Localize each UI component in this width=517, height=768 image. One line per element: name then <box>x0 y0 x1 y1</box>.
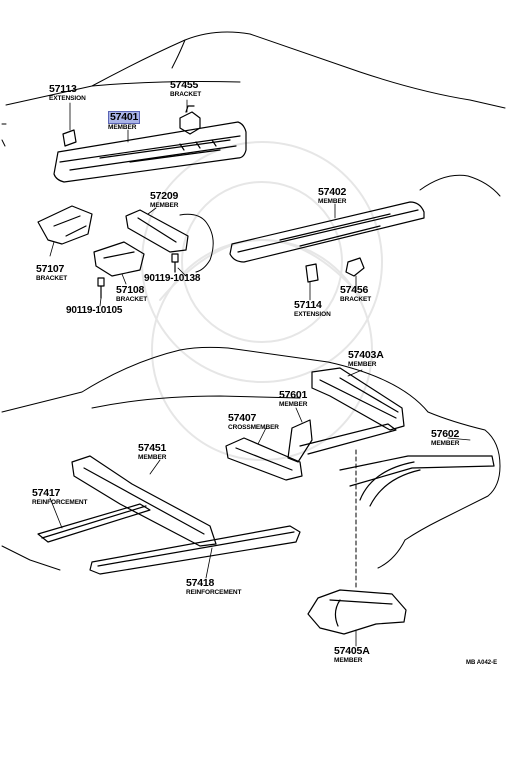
part-label-57402[interactable]: 57402 MEMBER <box>318 187 346 205</box>
part-name: MEMBER <box>108 123 137 131</box>
part-name: BRACKET <box>340 295 372 303</box>
bolt-label-90119-10105[interactable]: 90119-10105 <box>66 305 123 316</box>
crossmember-57407-drawing <box>225 437 303 481</box>
part-name: BRACKET <box>170 90 202 98</box>
part-label-57113[interactable]: 57113 EXTENSION <box>49 84 86 102</box>
reinforcement-57417-drawing <box>37 503 151 543</box>
part-label-57108[interactable]: 57108 BRACKET <box>116 285 147 303</box>
part-label-57401[interactable]: 57401 MEMBER <box>108 111 141 131</box>
part-number: 57407 <box>228 412 257 424</box>
part-label-57417[interactable]: 57417 REINFORCEMENT <box>32 487 88 506</box>
part-number-highlighted: 57401 <box>108 111 141 124</box>
part-label-57209[interactable]: 57209 MEMBER <box>150 191 178 209</box>
member-57401-drawing <box>53 121 247 183</box>
extension-57114-drawing <box>305 263 319 283</box>
part-number: 57108 <box>116 284 145 296</box>
part-number: 57417 <box>32 487 61 499</box>
diagram-code: MB A042-E <box>466 660 498 666</box>
lower-body-outline <box>1 346 501 571</box>
member-57403a-drawing <box>311 367 405 431</box>
part-name: MEMBER <box>150 201 179 209</box>
part-number: 57114 <box>294 299 322 311</box>
part-label-57114[interactable]: 57114 EXTENSION <box>294 300 331 318</box>
part-label-57407[interactable]: 57407 CROSSMEMBER <box>228 413 279 431</box>
part-number: 57602 <box>431 428 460 440</box>
part-name: REINFORCEMENT <box>186 588 242 596</box>
part-label-57107[interactable]: 57107 BRACKET <box>36 264 67 282</box>
part-name: BRACKET <box>36 274 68 282</box>
part-number: 57402 <box>318 186 347 198</box>
upper-body-outline <box>1 31 506 273</box>
bolt-label-90119-10138[interactable]: 90119-10138 <box>144 273 201 284</box>
part-number: 57455 <box>170 79 199 91</box>
part-name: MEMBER <box>279 400 308 408</box>
part-label-57451[interactable]: 57451 MEMBER <box>138 443 166 461</box>
part-label-57418[interactable]: 57418 REINFORCEMENT <box>186 577 242 596</box>
part-label-57403a[interactable]: 57403A MEMBER <box>348 350 384 368</box>
part-name: MEMBER <box>431 439 460 447</box>
part-name: EXTENSION <box>294 310 331 318</box>
member-57402-drawing <box>229 201 425 263</box>
bolt-90119-10105-drawing <box>97 277 105 299</box>
part-label-57602[interactable]: 57602 MEMBER <box>431 429 459 447</box>
part-label-57455[interactable]: 57455 BRACKET <box>170 80 201 98</box>
reinforcement-57418-drawing <box>89 525 301 575</box>
part-number: 57601 <box>279 389 308 401</box>
part-number: 57418 <box>186 577 215 589</box>
part-name: MEMBER <box>318 197 347 205</box>
part-number: 57107 <box>36 263 65 275</box>
extension-57113-drawing <box>62 129 77 147</box>
bracket-57107-drawing <box>37 205 93 245</box>
watermark-emblem <box>141 141 383 461</box>
part-number: 57209 <box>150 190 179 202</box>
part-number: 57456 <box>340 284 369 296</box>
part-name: MEMBER <box>138 453 167 461</box>
part-name: MEMBER <box>348 360 377 368</box>
part-label-57456[interactable]: 57456 BRACKET <box>340 285 371 303</box>
leader-lines <box>49 99 471 647</box>
part-name: BRACKET <box>116 295 148 303</box>
bracket-57108-drawing <box>93 241 145 277</box>
member-57601-drawing <box>287 419 313 463</box>
part-name: MEMBER <box>334 656 363 664</box>
member-57451-drawing <box>71 455 217 547</box>
part-name: CROSSMEMBER <box>228 423 279 431</box>
part-name: EXTENSION <box>49 94 86 102</box>
part-label-57601[interactable]: 57601 MEMBER <box>279 390 307 408</box>
member-57209-drawing <box>125 209 189 253</box>
bolt-90119-10138-drawing <box>171 253 179 273</box>
bracket-57456-drawing <box>345 257 365 277</box>
part-name: REINFORCEMENT <box>32 498 88 506</box>
part-number: 57451 <box>138 442 167 454</box>
part-label-57405a[interactable]: 57405A MEMBER <box>334 646 370 664</box>
member-57602-drawing <box>299 423 495 507</box>
part-number: 57405A <box>334 645 370 657</box>
member-57405a-drawing <box>307 589 407 635</box>
part-number: 57113 <box>49 83 77 95</box>
part-number: 57403A <box>348 349 384 361</box>
